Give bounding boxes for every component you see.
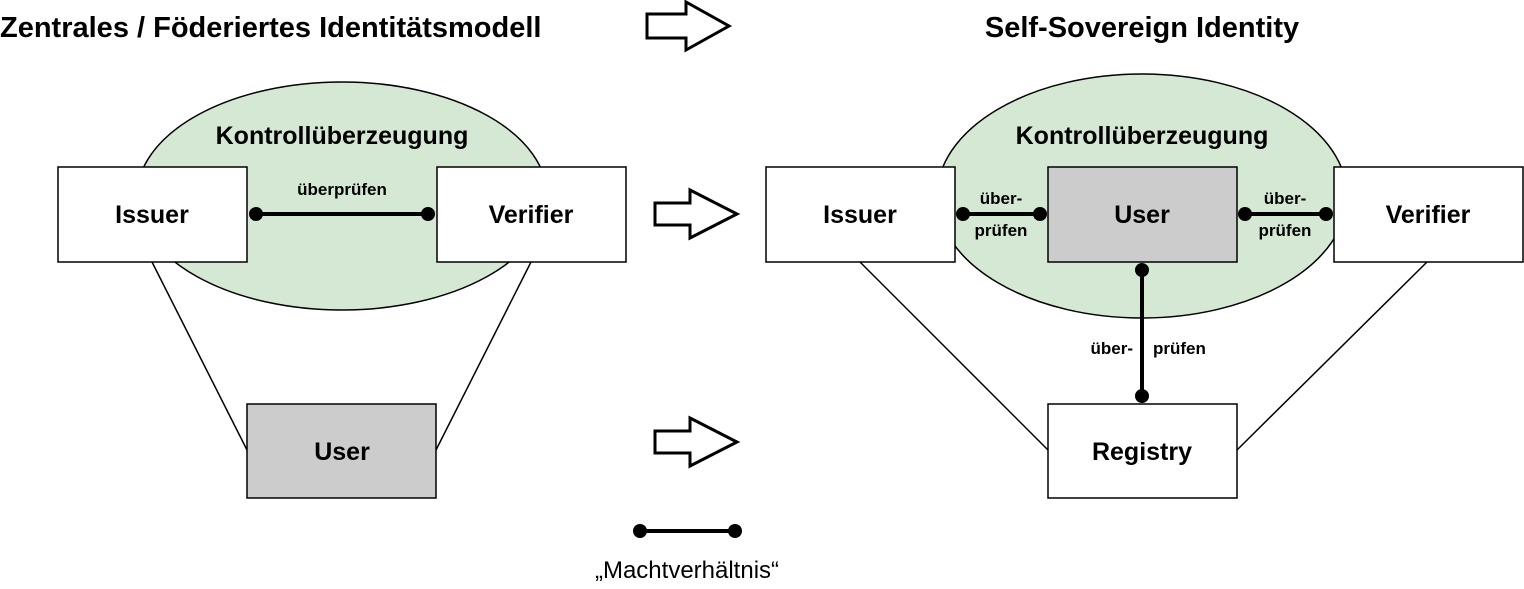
left-issuer-box <box>57 166 248 263</box>
left-user-label: User <box>314 438 370 466</box>
right-registry-box <box>1047 403 1238 499</box>
verifier-user-line <box>435 261 532 451</box>
right-user-label: User <box>1114 201 1170 229</box>
right-verifier-label: Verifier <box>1386 201 1471 229</box>
left-title: Zentrales / Föderiertes Identitätsmodell <box>0 12 541 44</box>
title-arrow-icon <box>645 0 733 53</box>
right-issuer-box <box>765 166 956 263</box>
legend-label: „Machtverhältnis“ <box>595 557 779 584</box>
right-link-left-top: über- <box>980 189 1023 208</box>
right-ellipse-label: Kontrollüberzeugung <box>1016 122 1269 150</box>
left-power-link-dot-end <box>421 207 435 221</box>
right-link-vertical-left: über- <box>1091 339 1134 358</box>
right-user-registry-link-dot-start <box>1135 263 1149 277</box>
right-user-registry-link-dot-end <box>1135 389 1149 403</box>
legend-dot-end <box>728 524 742 538</box>
issuer-registry-line <box>859 261 1049 451</box>
right-link-vertical-right: prüfen <box>1153 339 1206 358</box>
right-user-verifier-link-dot-start <box>1238 207 1252 221</box>
left-verifier-label: Verifier <box>489 201 574 229</box>
right-issuer-user-link-dot-start <box>956 207 970 221</box>
left-diagram: Kontrollüberzeugung Issuer Verifier über… <box>57 81 627 499</box>
right-user-box <box>1047 166 1238 263</box>
legend: „Machtverhältnis“ <box>595 524 779 584</box>
right-issuer-label: Issuer <box>823 201 897 229</box>
left-ellipse-label: Kontrollüberzeugung <box>216 122 469 150</box>
issuer-user-line <box>151 261 248 451</box>
verifier-registry-line <box>1236 261 1428 451</box>
left-issuer-label: Issuer <box>115 201 189 229</box>
right-verifier-box <box>1333 166 1524 263</box>
left-link-label: überprüfen <box>297 180 387 199</box>
right-registry-label: Registry <box>1092 438 1192 466</box>
middle-arrow-icon-top <box>653 187 741 241</box>
middle-arrow-icon-bottom <box>653 415 741 469</box>
legend-dot-start <box>633 524 647 538</box>
left-power-link-dot-start <box>249 207 263 221</box>
right-user-verifier-link-dot-end <box>1319 207 1333 221</box>
left-verifier-box <box>436 166 627 263</box>
left-user-box <box>246 403 437 499</box>
right-link-right-top: über- <box>1264 189 1307 208</box>
right-issuer-user-link-dot-end <box>1033 207 1047 221</box>
right-diagram: Kontrollüberzeugung Issuer User Verifier… <box>765 73 1524 499</box>
right-title: Self-Sovereign Identity <box>985 12 1299 44</box>
right-link-right-bottom: prüfen <box>1259 221 1312 240</box>
right-link-left-bottom: prüfen <box>975 221 1028 240</box>
